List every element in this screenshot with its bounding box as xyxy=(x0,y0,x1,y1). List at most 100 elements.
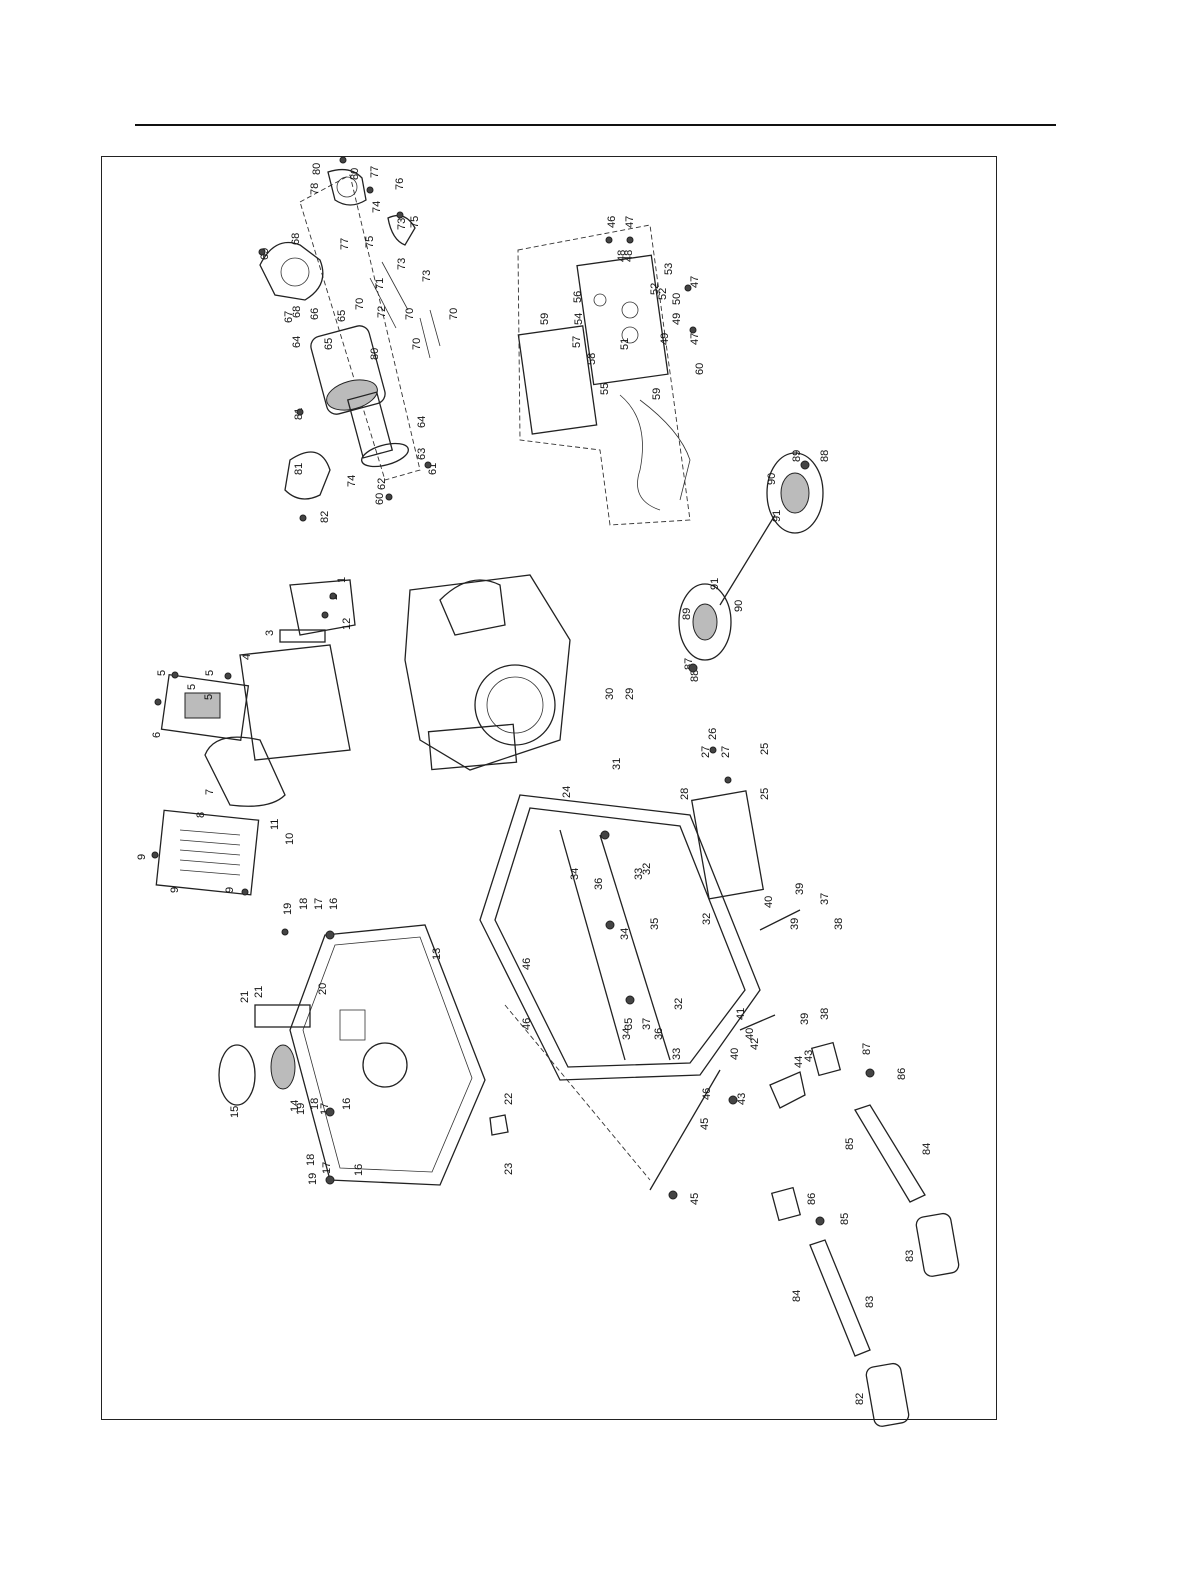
callout: 36 xyxy=(593,878,605,890)
callout: 73 xyxy=(396,218,408,230)
fuel-strainer xyxy=(270,1044,296,1090)
muffler-cover xyxy=(160,673,250,742)
callout: 65 xyxy=(323,338,335,350)
callout: 89 xyxy=(791,450,803,462)
callout: 75 xyxy=(409,216,421,228)
fuel-gauge-recess xyxy=(339,1009,366,1041)
callout: 41 xyxy=(735,1008,747,1020)
callout: 82 xyxy=(319,511,331,523)
callout: 43 xyxy=(736,1093,748,1105)
callout: 88 xyxy=(689,670,701,682)
callout: 84 xyxy=(921,1143,933,1155)
foot-bracket-2 xyxy=(739,1014,776,1031)
callout: 64 xyxy=(291,336,303,348)
callout: 19 xyxy=(282,903,294,915)
callout: 3 xyxy=(264,630,276,636)
callout: 32 xyxy=(673,998,685,1010)
adapter-bracket xyxy=(284,451,331,500)
callout: 17 xyxy=(321,1162,333,1174)
rubber-foot-right xyxy=(810,1041,842,1077)
callout: 64 xyxy=(416,416,428,428)
callout: 37 xyxy=(819,893,831,905)
end-cap-center xyxy=(336,176,358,198)
callout: 55 xyxy=(599,383,611,395)
callout: 75 xyxy=(364,236,376,248)
callout: 78 xyxy=(309,183,321,195)
handle-mount-bracket xyxy=(769,1071,806,1109)
panel-outlet-2 xyxy=(621,326,639,344)
ground-wire xyxy=(639,399,691,501)
callout: 66 xyxy=(309,308,321,320)
callout: 62 xyxy=(376,478,388,490)
callout: 22 xyxy=(503,1093,515,1105)
frame-crossbar-1 xyxy=(559,829,626,1061)
recoil-starter-inner xyxy=(486,676,544,734)
callout: 49 xyxy=(671,313,683,325)
callout: 16 xyxy=(328,898,340,910)
callout: 47 xyxy=(624,216,636,228)
callout: 17 xyxy=(313,898,325,910)
heat-shield xyxy=(239,644,351,761)
fuel-gauge-plate xyxy=(254,1004,311,1028)
callout: 21 xyxy=(239,991,251,1003)
callout: 58 xyxy=(586,353,598,365)
callout: 18 xyxy=(309,1098,321,1110)
callout: 9 xyxy=(224,887,236,893)
callout: 67 xyxy=(283,311,295,323)
callout: 20 xyxy=(317,983,329,995)
frame-guide-dash xyxy=(504,1004,651,1181)
callout: 51 xyxy=(619,338,631,350)
callout: 24 xyxy=(561,786,573,798)
callout: 27 xyxy=(720,746,732,758)
callout: 59 xyxy=(651,388,663,400)
callout: 59 xyxy=(539,313,551,325)
muffler-bracket xyxy=(289,579,356,636)
handle-group xyxy=(739,909,960,1427)
callout: 70 xyxy=(448,308,460,320)
callout: 82 xyxy=(854,1393,866,1405)
rotor-fan xyxy=(361,442,409,468)
engine-block xyxy=(404,574,571,771)
callout: 38 xyxy=(819,1008,831,1020)
callout: 46 xyxy=(521,958,533,970)
callout: 47 xyxy=(689,333,701,345)
callout: 72 xyxy=(376,306,388,318)
wheel-left xyxy=(678,583,732,661)
callout: 32 xyxy=(641,863,653,875)
callout: 31 xyxy=(611,758,623,770)
callout: 25 xyxy=(759,743,771,755)
handle-bar-right xyxy=(854,1104,926,1203)
callout: 28 xyxy=(679,788,691,800)
panel-outlet-1 xyxy=(621,301,639,319)
callout-labels: 1 2 3 4 5 5 5 5 6 7 8 9 9 9 10 11 12 13 … xyxy=(136,163,933,1405)
control-panel-guide xyxy=(517,224,691,526)
callout: 86 xyxy=(806,1193,818,1205)
callout: 76 xyxy=(394,178,406,190)
through-bolt-4 xyxy=(429,309,441,347)
panel-breaker xyxy=(593,293,607,307)
outer-heat-guard xyxy=(155,809,260,896)
callout: 36 xyxy=(653,1028,665,1040)
callout: 5 xyxy=(203,694,215,700)
engine xyxy=(404,574,571,771)
foot-bracket-1 xyxy=(759,909,801,931)
callout: 87 xyxy=(861,1043,873,1055)
rear-cover-hub xyxy=(280,257,310,287)
callout: 88 xyxy=(819,450,831,462)
stator-ring xyxy=(326,379,378,411)
callout: 37 xyxy=(641,1018,653,1030)
fuel-cap xyxy=(218,1044,256,1106)
handle-grip-left xyxy=(865,1362,910,1427)
callout: 38 xyxy=(833,918,845,930)
callout: 49 xyxy=(659,333,671,345)
callout: 40 xyxy=(744,1028,756,1040)
callout: 43 xyxy=(803,1050,815,1062)
callout: 9 xyxy=(136,854,148,860)
wheel-right-hub xyxy=(780,472,810,514)
spark-arrestor xyxy=(279,629,326,643)
callout: 81 xyxy=(293,463,305,475)
header-rule xyxy=(135,124,1056,126)
callout: 54 xyxy=(573,313,585,325)
callout: 86 xyxy=(896,1068,908,1080)
